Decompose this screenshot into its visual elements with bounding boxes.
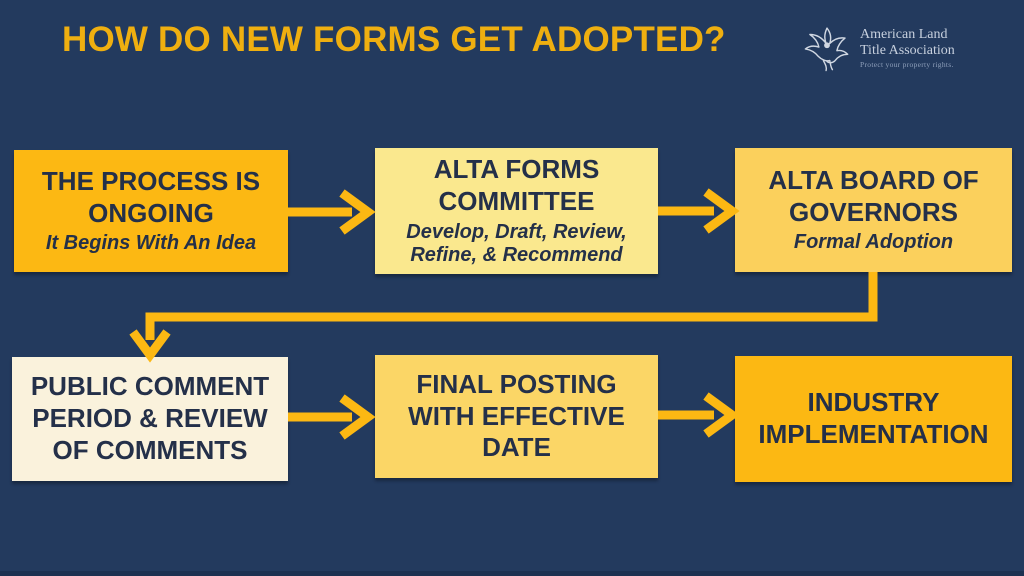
alta-logo-text: American Land Title Association Protect … <box>860 27 955 69</box>
page-title: HOW DO NEW FORMS GET ADOPTED? <box>62 20 726 59</box>
flow-box-industry-implementation: INDUSTRY IMPLEMENTATION <box>735 356 1012 482</box>
logo-tagline: Protect your property rights. <box>860 60 954 70</box>
flow-box-heading: THE PROCESS IS ONGOING <box>41 165 261 228</box>
logo-org-line2: Title Association <box>860 42 955 58</box>
alta-logo: American Land Title Association Protect … <box>800 18 975 78</box>
flow-box-alta-board-of-governors: ALTA BOARD OF GOVERNORS Formal Adoption <box>735 148 1012 272</box>
flow-box-heading: FINAL POSTING WITH EFFECTIVE DATE <box>408 368 625 463</box>
flow-box-subheading: Formal Adoption <box>793 231 954 254</box>
alta-eagle-logo-icon <box>804 27 849 72</box>
arrow-process-to-committee <box>288 189 376 235</box>
flow-box-heading: INDUSTRY IMPLEMENTATION <box>758 387 989 449</box>
flow-box-heading: PUBLIC COMMENT PERIOD & REVIEW OF COMMEN… <box>30 371 270 465</box>
flow-box-subheading: Develop, Draft, Review, Refine, & Recomm… <box>406 220 627 267</box>
flow-box-public-comment-period: PUBLIC COMMENT PERIOD & REVIEW OF COMMEN… <box>12 357 288 481</box>
arrow-final-posting-to-implementation <box>658 392 740 438</box>
logo-org-line1: American Land <box>860 26 948 42</box>
arrow-governors-to-public-comment-elbow <box>129 272 878 363</box>
flow-box-alta-forms-committee: ALTA FORMS COMMITTEE Develop, Draft, Rev… <box>375 148 658 274</box>
flow-box-final-posting: FINAL POSTING WITH EFFECTIVE DATE <box>375 355 658 478</box>
bottom-edge-strip <box>0 571 1024 576</box>
arrow-public-comment-to-final-posting <box>288 394 376 440</box>
flow-box-subheading: It Begins With An Idea <box>45 232 257 255</box>
flow-box-heading: ALTA FORMS COMMITTEE <box>433 154 600 216</box>
flow-box-process-ongoing: THE PROCESS IS ONGOING It Begins With An… <box>14 150 288 272</box>
flow-box-heading: ALTA BOARD OF GOVERNORS <box>768 164 979 227</box>
arrow-committee-to-governors <box>658 188 740 234</box>
